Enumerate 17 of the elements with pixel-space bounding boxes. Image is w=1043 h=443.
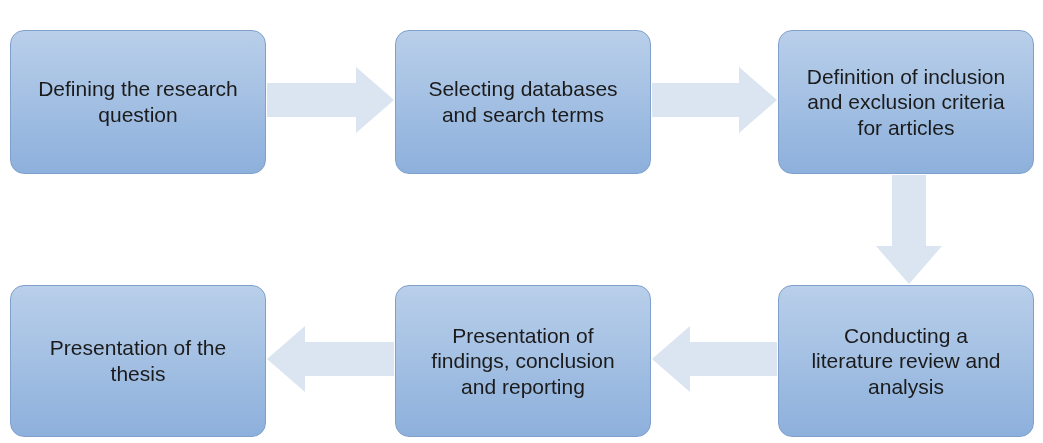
process-box <box>395 30 651 174</box>
process-box <box>778 285 1034 437</box>
step-text: Defining the research question <box>37 76 239 128</box>
block-arrow <box>652 67 777 133</box>
block-arrow <box>267 326 394 392</box>
step-text: Definition of inclusion and exclusion criteria for articles <box>805 63 1007 141</box>
process-box <box>395 285 651 437</box>
step-text: Presentation of findings, conclusion and reporting <box>430 322 616 400</box>
step-text: Conducting a literature review and analysis <box>810 322 1002 400</box>
process-box <box>778 30 1034 174</box>
step-text: Selecting databases and search terms <box>427 76 619 128</box>
block-arrow <box>876 175 942 284</box>
step-text: Presentation of the thesis <box>48 335 228 387</box>
block-arrow <box>267 67 394 133</box>
process-box <box>10 285 266 437</box>
block-arrow <box>652 326 777 392</box>
process-box <box>10 30 266 174</box>
